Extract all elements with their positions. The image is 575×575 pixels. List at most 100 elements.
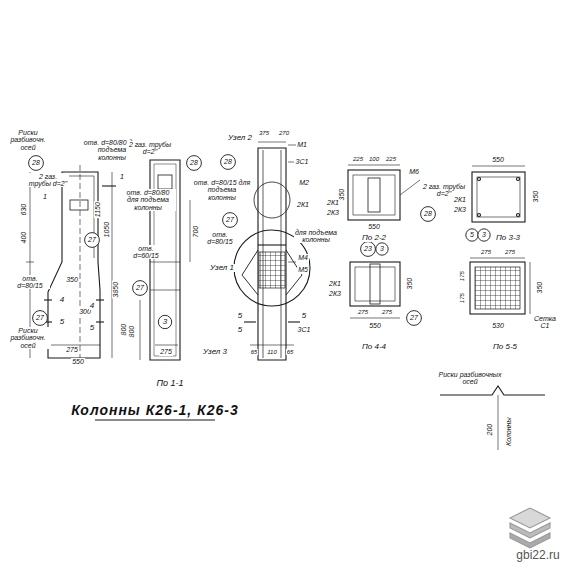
drawing-label: 2 газ. трубы d=2" bbox=[127, 141, 174, 156]
drawing-label: отв. d=80/15 bbox=[199, 231, 241, 246]
drawing-label: 1050 bbox=[103, 221, 110, 239]
callout-number: 27 bbox=[225, 216, 235, 223]
drawing-label: 1150 bbox=[94, 201, 101, 218]
drawing-label: отв. d=80/15 для подъема колонны bbox=[192, 179, 252, 201]
drawing-label: 2 газ. трубы d=2" bbox=[27, 173, 69, 188]
drawing-label: М5 bbox=[297, 266, 309, 273]
callout-circle bbox=[361, 242, 376, 257]
callout-number: 3 bbox=[481, 231, 487, 238]
drawing-label: 275 bbox=[381, 309, 393, 315]
callout-number: 3 bbox=[162, 318, 168, 326]
drawing-title: Колонны К26-1, К26-3 bbox=[70, 403, 240, 418]
drawing-label: 225 bbox=[352, 156, 364, 162]
drawing-label: 5 bbox=[237, 312, 243, 320]
drawing-label: М6 bbox=[408, 168, 420, 175]
callout-number: 28 bbox=[223, 158, 233, 165]
callout-circle bbox=[478, 229, 490, 241]
drawing-label: 110 bbox=[266, 349, 278, 355]
callout-number: 5 bbox=[469, 231, 475, 238]
drawing-label: Сетка С1 bbox=[530, 315, 560, 330]
drawing-label: 175 bbox=[459, 270, 465, 282]
watermark: gbi22.ru bbox=[515, 549, 560, 562]
callout-number: 27 bbox=[35, 314, 45, 321]
drawing-label: По 1-1 bbox=[155, 379, 184, 388]
reinforcement-cage bbox=[258, 148, 286, 360]
drawing-label: 2 газ. трубы d=2" bbox=[421, 183, 467, 198]
column-outline bbox=[48, 172, 100, 358]
drawing-label: 2К3 bbox=[326, 209, 340, 216]
callout-circle bbox=[421, 207, 436, 222]
callout-circle bbox=[466, 229, 478, 241]
drawing-label: 630 bbox=[20, 203, 27, 217]
callout-number: 27 bbox=[135, 284, 145, 291]
drawing-label: М4 bbox=[297, 254, 309, 261]
callout-circle bbox=[85, 233, 100, 248]
drawing-label: 275 bbox=[159, 348, 173, 355]
drawing-label: отв. d=80/80 для подъема колонны bbox=[120, 189, 176, 211]
drawing-label: 2К1 bbox=[296, 201, 310, 208]
drawing-label: 2К1 bbox=[453, 196, 467, 203]
callout-number: 28 bbox=[189, 159, 199, 166]
drawing-label: 5 bbox=[89, 324, 95, 332]
drawing-label: 225 bbox=[385, 156, 397, 162]
drawing-label: 270 bbox=[278, 130, 290, 136]
drawing-label: Риски разбивочн. осей bbox=[3, 129, 53, 151]
drawing-label: 350 bbox=[406, 277, 413, 291]
callout-number: 23 bbox=[363, 245, 373, 252]
callout-circle bbox=[187, 156, 202, 171]
drawing-label: 2К3 bbox=[453, 206, 467, 213]
drawing-label: По 3-3 bbox=[495, 234, 521, 242]
axis-mark-detail bbox=[440, 386, 545, 395]
drawing-label: 275 bbox=[357, 309, 369, 315]
drawing-label: 550 bbox=[367, 223, 381, 230]
callout-number: 28 bbox=[423, 210, 433, 217]
drawing-label: 350 bbox=[65, 276, 79, 283]
drawing-label: 3850 bbox=[112, 281, 119, 299]
drawing-label: 530 bbox=[491, 322, 505, 329]
drawing-label: Узел 3 bbox=[202, 348, 228, 356]
callout-circle bbox=[221, 155, 236, 170]
drawing-label: По 5-5 bbox=[492, 343, 518, 351]
drawing-label: 275 bbox=[480, 249, 492, 255]
callout-circle bbox=[223, 213, 238, 228]
callout-circle bbox=[158, 315, 171, 328]
drawing-label: 3С1 bbox=[297, 326, 312, 333]
drawing-label: 2К1 bbox=[326, 199, 340, 206]
callout-circle bbox=[133, 281, 148, 296]
callout-circle bbox=[29, 156, 44, 171]
drawing-label: 800 bbox=[128, 325, 135, 339]
drawing-label: 4 bbox=[59, 296, 65, 304]
drawing-label: 5 bbox=[301, 312, 307, 320]
callout-number: 27 bbox=[87, 236, 97, 243]
drawing-label: М1 bbox=[296, 141, 308, 148]
drawing-label: отв. d=80/15 bbox=[10, 275, 50, 290]
drawing-label: 350 bbox=[536, 281, 543, 295]
drawing-label: 1 bbox=[42, 193, 48, 200]
drawing-label: 2К1 bbox=[328, 280, 342, 287]
drawing-label: 550 bbox=[368, 322, 382, 329]
drawing-label: Узел 2 bbox=[227, 134, 253, 142]
drawing-label: 65 bbox=[250, 349, 259, 355]
drawing-label: 275 bbox=[504, 249, 516, 255]
drawing-label: По 4-4 bbox=[361, 343, 387, 351]
drawing-label: 550 bbox=[491, 156, 505, 163]
drawing-label: 4 bbox=[89, 302, 95, 310]
callout-number: 3 bbox=[379, 245, 385, 252]
drawing-label: 350 bbox=[532, 190, 539, 204]
drawing-label: По 2-2 bbox=[361, 234, 387, 242]
drawing-label: 800 bbox=[120, 323, 127, 337]
drawing-label: Колонны bbox=[504, 417, 511, 448]
drawing-label: 275 bbox=[65, 346, 79, 353]
drawing-label: Риски разбивочн. осей bbox=[5, 327, 51, 349]
section-4-4 bbox=[350, 262, 400, 306]
section-2-2 bbox=[348, 170, 400, 220]
drawing-label: 65 bbox=[286, 349, 295, 355]
drawing-label: 5 bbox=[237, 326, 243, 334]
drawing-label: 550 bbox=[71, 358, 85, 365]
callout-number: 28 bbox=[31, 159, 41, 166]
drawing-label: М2 bbox=[298, 179, 310, 186]
drawing-label: 1 bbox=[119, 173, 125, 180]
drawing-label: 5 bbox=[59, 318, 65, 326]
callout-circle bbox=[33, 311, 48, 326]
